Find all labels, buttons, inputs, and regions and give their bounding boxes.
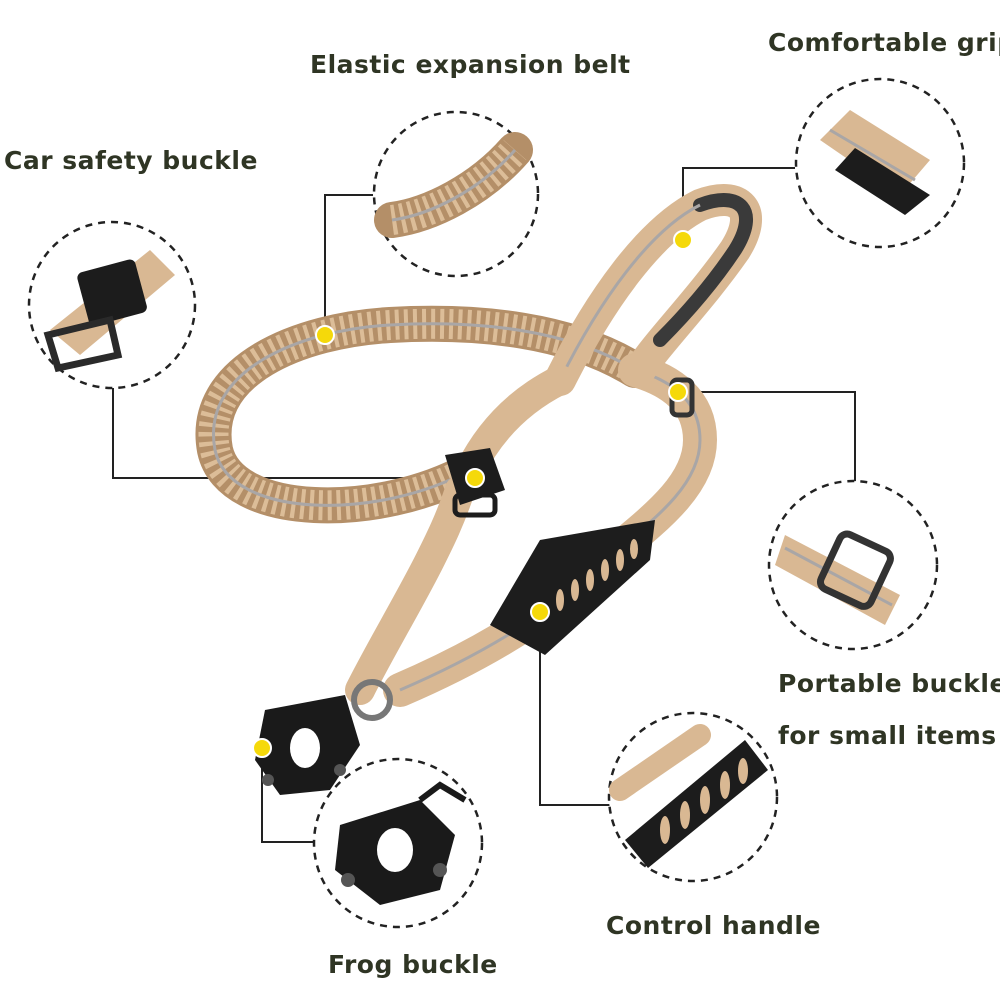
leash-body [195, 184, 762, 795]
label-portable-buckle-line1: Portable buckle [778, 669, 1000, 698]
label-control-handle: Control handle [606, 911, 821, 940]
detail-circles [27, 77, 966, 929]
callout-markers [252, 230, 693, 758]
label-frog-buckle: Frog buckle [328, 950, 498, 979]
label-comfortable-grip: Comfortable grip [768, 28, 1000, 57]
label-elastic-expansion-belt: Elastic expansion belt [310, 50, 631, 79]
label-portable-buckle-line2: for small items [778, 721, 997, 750]
label-car-safety-buckle: Car safety buckle [4, 146, 258, 175]
